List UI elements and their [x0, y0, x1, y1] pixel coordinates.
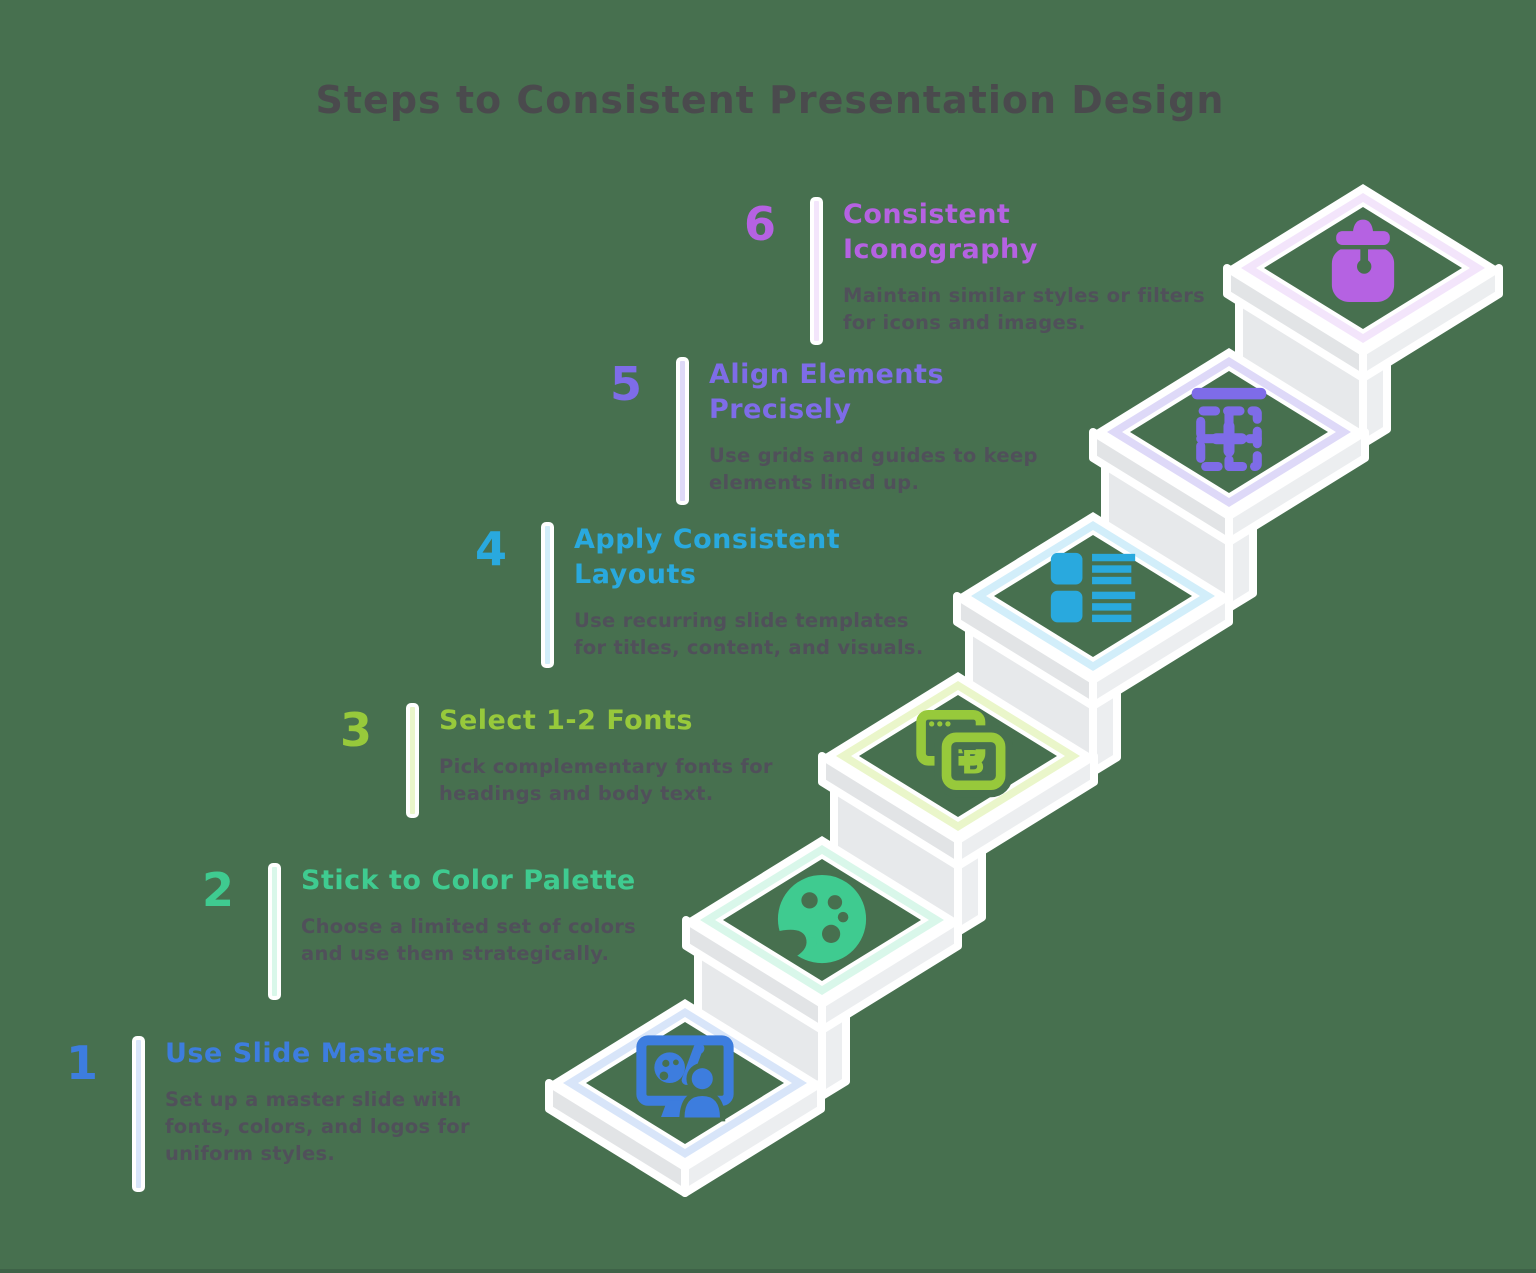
staircase-step-6: [1223, 184, 1503, 448]
page-title: Steps to Consistent Presentation Design: [315, 78, 1225, 122]
step-6-title: Consistent Iconography: [843, 199, 1038, 266]
step-2-number: 2: [201, 863, 234, 917]
step-1-bar: [132, 1036, 145, 1192]
step-5-bar: [676, 357, 689, 505]
step-4-description: Use recurring slide templates for titles…: [574, 609, 924, 660]
step-3-number: 3: [339, 703, 372, 757]
step-5-title: Align Elements Precisely: [709, 359, 945, 426]
step-2-bar: [268, 863, 281, 1000]
step-6-number: 6: [743, 197, 776, 251]
step-3-bar: [406, 703, 419, 818]
step-3-description: Pick complementary fonts for headings an…: [439, 755, 773, 805]
step-5-number: 5: [609, 357, 642, 411]
step-1-description: Set up a master slide with fonts, colors…: [165, 1088, 470, 1165]
step-4-bar: [541, 522, 554, 668]
paint-pot-icon: [1331, 219, 1395, 303]
step-4-title: Apply Consistent Layouts: [574, 524, 841, 591]
step-1-number: 1: [65, 1036, 98, 1090]
step-1-title: Use Slide Masters: [165, 1038, 446, 1069]
step-2-description: Choose a limited set of colors and use t…: [301, 915, 637, 965]
staircase-step-3: [818, 672, 1098, 936]
bottom-edge-strip: [0, 1269, 1536, 1273]
staircase-step-4: [953, 512, 1233, 776]
step-6-description: Maintain similar styles or filters for i…: [843, 284, 1206, 335]
staircase-step-1: [545, 999, 825, 1197]
step-5-description: Use grids and guides to keep elements li…: [709, 444, 1038, 495]
step-3-title: Select 1-2 Fonts: [439, 705, 693, 736]
staircase-step-2: [682, 836, 962, 1100]
step-2-title: Stick to Color Palette: [301, 865, 636, 896]
step-6-bar: [810, 197, 823, 345]
step-4-number: 4: [474, 522, 507, 576]
staircase-step-5: [1089, 348, 1369, 612]
